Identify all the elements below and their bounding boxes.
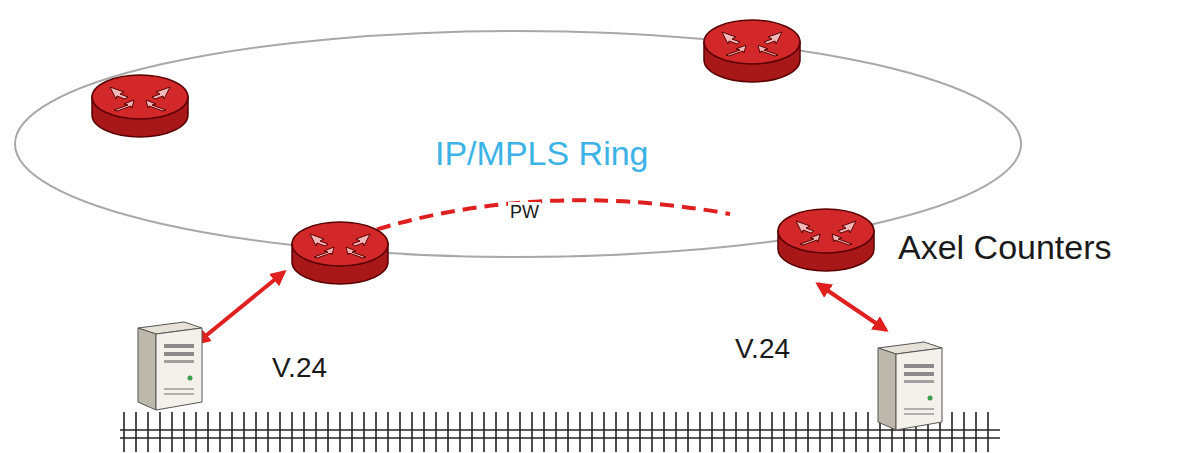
interface-label: V.24 — [272, 352, 327, 384]
pseudowire-label: PW — [508, 202, 541, 223]
router-icon — [92, 75, 188, 137]
interface-label: V.24 — [735, 333, 790, 365]
router-icon — [704, 20, 800, 82]
server-icon — [878, 342, 942, 430]
router-icon — [778, 209, 874, 271]
railway-track — [120, 412, 1000, 452]
router-icon — [292, 222, 388, 284]
server-icon — [138, 322, 202, 410]
pseudowire-dashed — [356, 200, 730, 236]
serial-link — [818, 284, 886, 330]
device-label: Axel Counters — [898, 228, 1112, 267]
ring-title: IP/MPLS Ring — [435, 134, 649, 173]
serial-link — [197, 272, 284, 343]
